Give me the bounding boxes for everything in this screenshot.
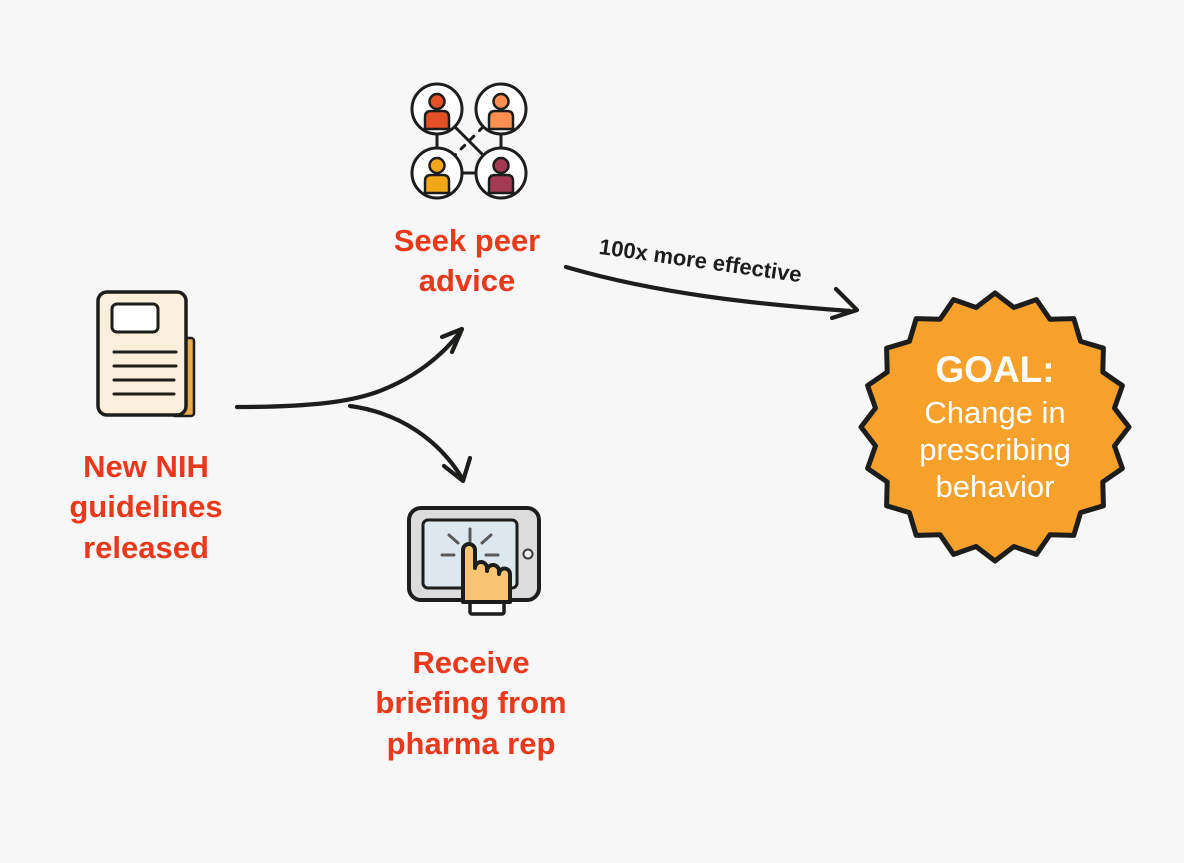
person-bottom-right [487, 156, 515, 195]
person-top-right [487, 92, 515, 131]
goal-badge: GOAL: Change in prescribing behavior [853, 285, 1137, 569]
document-text-lines [112, 350, 178, 396]
starburst-badge [858, 290, 1132, 564]
tablet-home-button [522, 548, 534, 560]
tap-rays [440, 527, 500, 557]
document-icon [96, 290, 196, 418]
guidelines-label: New NIH guidelines released [69, 449, 223, 565]
goal-text: GOAL: Change in prescribing behavior [853, 285, 1137, 569]
person-bottom-left [423, 156, 451, 195]
person-top-left [423, 92, 451, 131]
peer-network-icon [410, 82, 528, 200]
peer-links [435, 125, 503, 175]
peer-advice-label: Seek peer advice [393, 223, 541, 299]
branch-arrow-down [347, 403, 465, 481]
pharma-briefing-label: Receive briefing from pharma rep [375, 645, 567, 761]
tablet-tap-icon [407, 506, 541, 616]
document-title-box [110, 302, 160, 334]
branch-arrow-up [234, 328, 464, 410]
goal-subtitle: Change in prescribing behavior [919, 395, 1071, 504]
branch-arrow-up-head [439, 326, 465, 355]
goal-title: GOAL: [935, 348, 1055, 390]
tapping-hand [461, 542, 512, 604]
starburst-shape [858, 290, 1132, 564]
branch-arrow-down-head [441, 455, 473, 484]
arrow-effectiveness-label: 100x more effective [597, 234, 804, 288]
